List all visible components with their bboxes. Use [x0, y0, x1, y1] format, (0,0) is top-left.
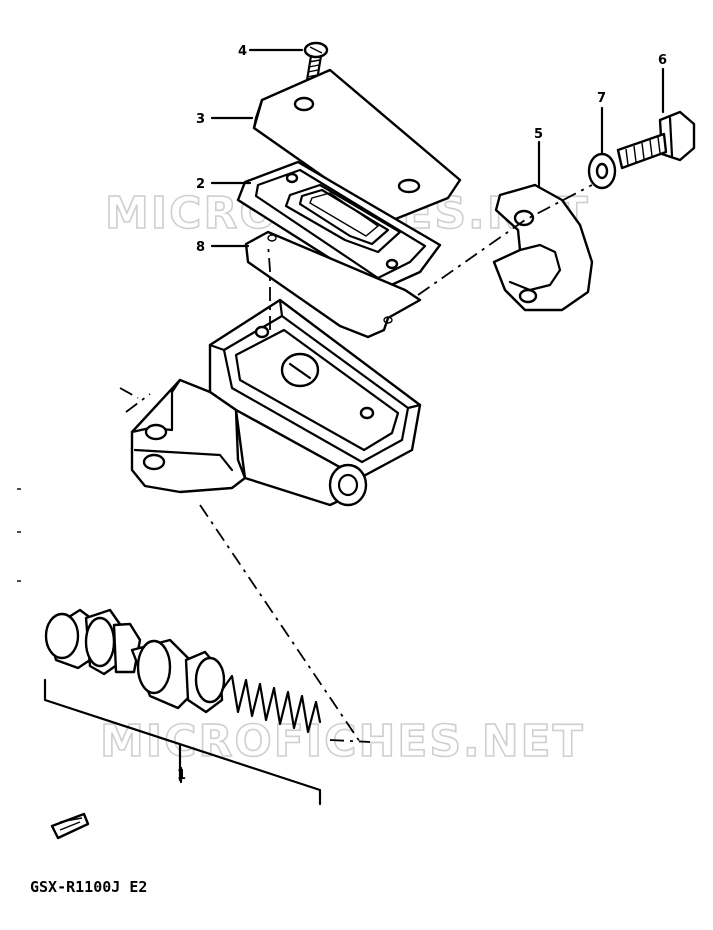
washer-part	[587, 152, 617, 190]
bolt-part	[616, 110, 696, 170]
callout-3: 3	[196, 112, 205, 127]
callout-numbers: 4 3 2 8 7 6 5 1	[177, 44, 667, 783]
callout-2: 2	[196, 177, 205, 192]
diaphragm-part	[236, 160, 442, 292]
front-arrow-icon	[50, 812, 90, 840]
model-code-label: GSX-R1100J E2	[30, 878, 147, 896]
callout-7: 7	[597, 91, 606, 106]
scan-marks	[17, 488, 21, 582]
screw-part	[303, 41, 329, 82]
piston-set-part	[43, 608, 322, 806]
assembly-guide-lines	[119, 184, 593, 746]
clamp-part	[492, 183, 594, 312]
callout-4: 4	[238, 44, 247, 59]
callout-8: 8	[196, 240, 205, 255]
master-cylinder-body	[130, 298, 422, 507]
callout-5: 5	[534, 127, 543, 142]
reservoir-cap-part	[252, 68, 462, 224]
callout-leaders	[179, 48, 665, 784]
callout-1: 1	[177, 768, 186, 783]
callout-6: 6	[658, 53, 667, 68]
plate-gasket-part	[244, 230, 422, 339]
